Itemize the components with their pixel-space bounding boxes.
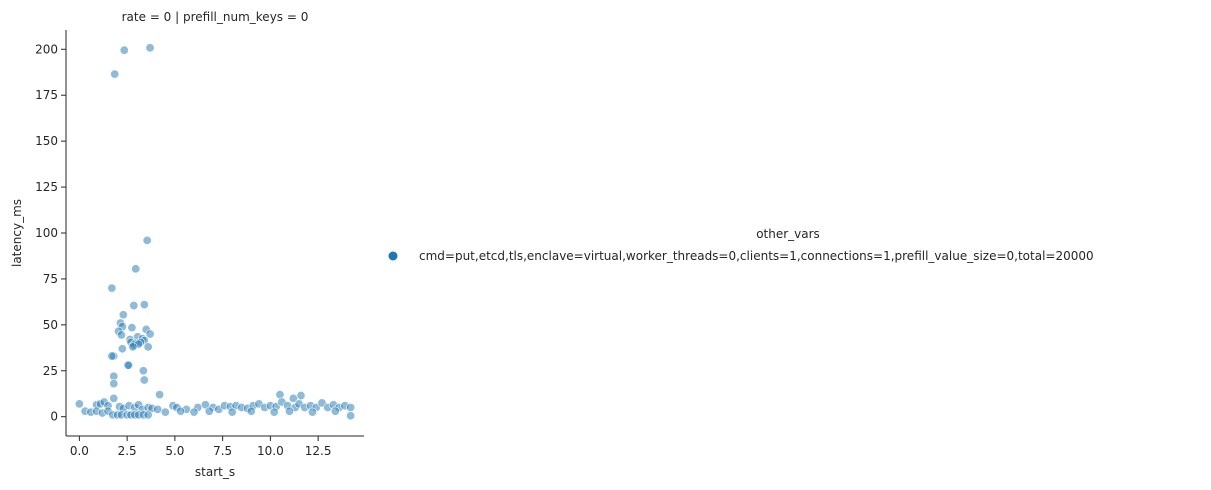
scatter-point — [275, 390, 285, 400]
x-axis-label: start_s — [195, 465, 235, 479]
scatter-point — [160, 407, 170, 417]
y-tick-label: 0 — [50, 410, 58, 424]
y-tick-label: 200 — [35, 42, 58, 56]
scatter-point — [346, 403, 356, 413]
scatter-point — [131, 264, 141, 274]
scatter-point — [189, 407, 199, 417]
scatter-point — [138, 366, 148, 376]
scatter-point — [139, 300, 149, 310]
scatter-point — [123, 360, 133, 370]
scatter-point — [227, 407, 237, 417]
y-tick-label: 100 — [35, 226, 58, 240]
scatter-point — [155, 390, 165, 400]
chart-title: rate = 0 | prefill_num_keys = 0 — [122, 10, 309, 24]
scatter-point — [330, 406, 340, 416]
scatter-point — [145, 43, 155, 53]
scatter-point — [139, 375, 149, 385]
y-axis-label: latency_ms — [10, 199, 24, 267]
scatter-point — [107, 283, 117, 293]
scatter-point — [176, 406, 186, 416]
scatter-point — [74, 399, 84, 409]
x-tick-label: 7.5 — [213, 444, 232, 458]
scatter-point — [128, 342, 138, 352]
scatter-point — [110, 69, 120, 79]
scatter-point — [153, 404, 163, 414]
scatter-point — [142, 235, 152, 245]
y-tick-label: 25 — [43, 364, 58, 378]
points-layer — [74, 43, 356, 421]
scatter-point — [246, 406, 256, 416]
scatter-point — [307, 407, 317, 417]
y-tick-label: 50 — [43, 318, 58, 332]
x-tick-label: 2.5 — [118, 444, 137, 458]
scatter-point — [129, 301, 139, 311]
scatter-point — [346, 411, 356, 421]
scatter-point — [107, 351, 117, 361]
scatter-point — [296, 391, 306, 401]
legend: other_vars cmd=put,etcd,tls,enclave=virt… — [388, 227, 1094, 263]
scatter-point — [127, 323, 137, 333]
scatter-point — [109, 393, 119, 403]
x-tick-label: 12.5 — [305, 444, 332, 458]
x-tick-label: 5.0 — [165, 444, 184, 458]
scatter-point — [269, 407, 279, 417]
scatter-point — [117, 344, 127, 354]
x-axis-ticks: 0.0 2.5 5.0 7.5 10.0 12.5 — [70, 436, 332, 458]
scatter-point — [116, 330, 126, 340]
legend-title: other_vars — [756, 227, 820, 241]
y-tick-label: 125 — [35, 180, 58, 194]
legend-entry-label: cmd=put,etcd,tls,enclave=virtual,worker_… — [419, 249, 1094, 263]
scatter-point — [284, 406, 294, 416]
y-tick-label: 150 — [35, 134, 58, 148]
scatter-point — [288, 393, 298, 403]
y-tick-label: 175 — [35, 88, 58, 102]
scatter-point — [143, 342, 153, 352]
scatter-point — [143, 410, 153, 420]
scatter-point — [145, 329, 155, 339]
scatter-point — [109, 379, 119, 389]
scatter-point — [204, 406, 214, 416]
x-tick-label: 0.0 — [70, 444, 89, 458]
y-axis-ticks: 0 25 50 75 100 125 150 175 200 — [35, 42, 66, 424]
scatter-point — [118, 310, 128, 320]
y-tick-label: 75 — [43, 272, 58, 286]
x-tick-label: 10.0 — [257, 444, 284, 458]
scatter-point — [119, 45, 129, 55]
legend-marker — [388, 251, 398, 261]
